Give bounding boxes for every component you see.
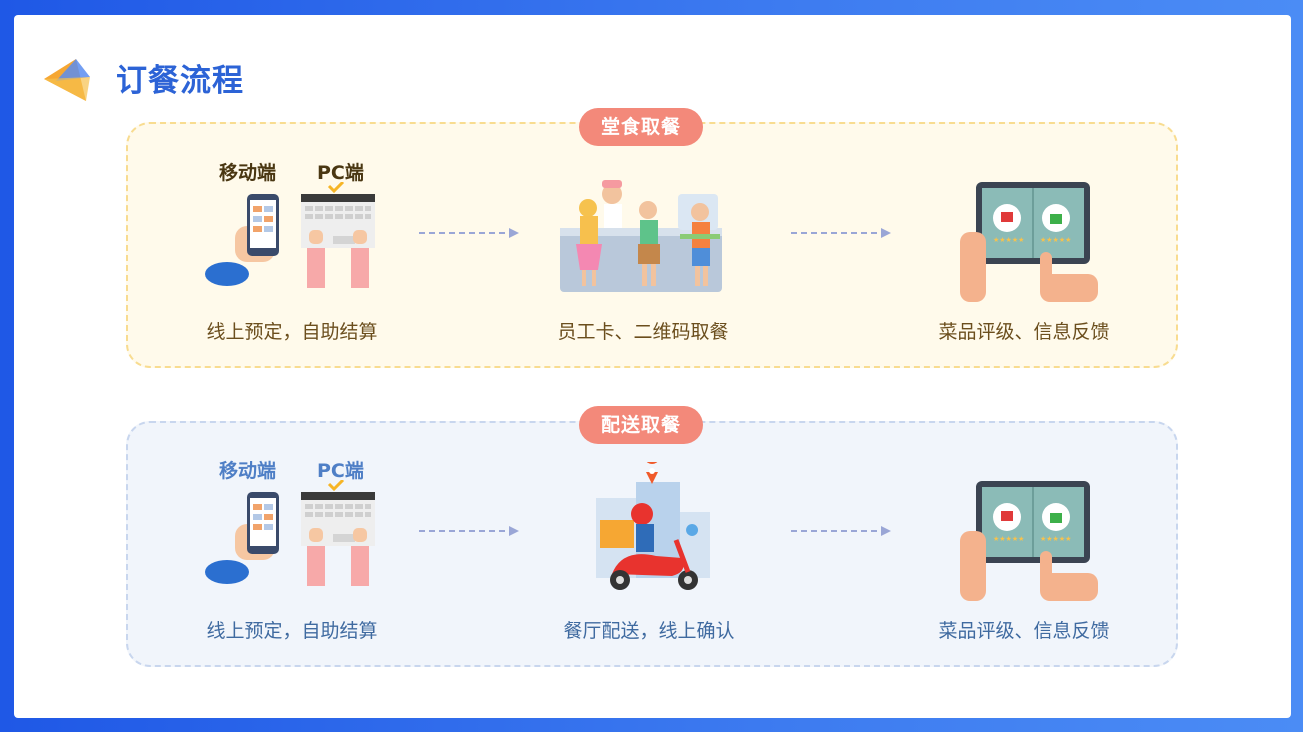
dine-step2-caption: 员工卡、二维码取餐 <box>557 321 729 343</box>
canteen-pickup-illustration <box>560 180 722 292</box>
delivery-step1-caption: 线上预定，自助结算 <box>206 620 378 642</box>
delivery-phone-laptop-illustration <box>205 480 375 586</box>
delivery-step3-caption: 菜品评级、信息反馈 <box>938 620 1110 642</box>
triangle-logo-icon <box>44 59 90 101</box>
dine-mobile-label: 移动端 <box>219 162 277 184</box>
svg-text:★★★★★: ★★★★★ <box>993 236 1024 244</box>
dine-phone-laptop-illustration <box>205 182 375 288</box>
page-title: 订餐流程 <box>116 63 244 99</box>
svg-text:★★★★★: ★★★★★ <box>993 535 1024 543</box>
dine-step1-caption: 线上预定，自助结算 <box>206 321 378 343</box>
scooter-delivery-illustration <box>596 462 710 590</box>
svg-text:★★★★★: ★★★★★ <box>1040 535 1071 543</box>
delivery-arrow-2-icon <box>791 526 891 536</box>
delivery-arrow-1-icon <box>419 526 519 536</box>
dine-arrow-1-icon <box>419 228 519 238</box>
delivery-step2-caption: 餐厅配送，线上确认 <box>563 620 735 642</box>
dine-pc-label: PC端 <box>317 162 364 184</box>
delivery-badge: 配送取餐 <box>579 406 703 444</box>
delivery-tablet-rating-illustration: ★★★★★ ★★★★★ <box>960 481 1098 601</box>
dine-in-badge: 堂食取餐 <box>579 108 703 146</box>
dine-tablet-rating-illustration: ★★★★★ ★★★★★ <box>960 182 1098 302</box>
svg-text:★★★★★: ★★★★★ <box>1040 236 1071 244</box>
dine-arrow-2-icon <box>791 228 891 238</box>
delivery-mobile-label: 移动端 <box>219 460 277 482</box>
dine-step3-caption: 菜品评级、信息反馈 <box>938 321 1110 343</box>
delivery-pc-label: PC端 <box>317 460 364 482</box>
